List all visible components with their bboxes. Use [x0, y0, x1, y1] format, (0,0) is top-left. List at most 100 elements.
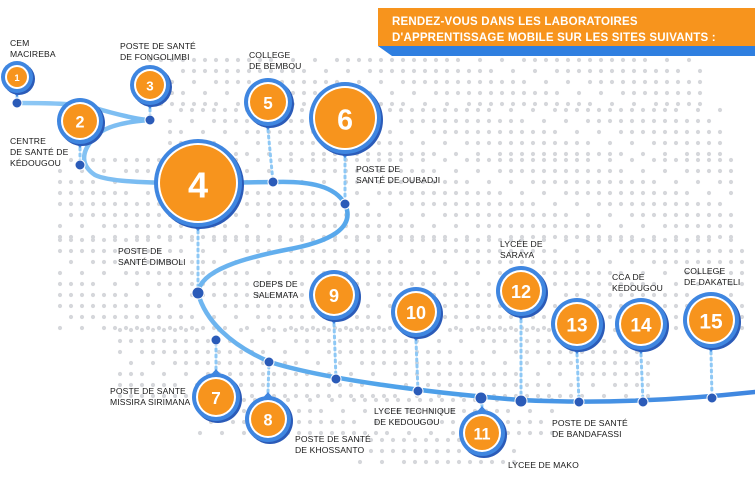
map-dot	[145, 234, 151, 240]
map-dot	[323, 68, 329, 74]
site-marker-14: 14	[615, 298, 669, 354]
map-dot	[112, 237, 118, 243]
map-dot	[651, 179, 657, 185]
map-dot	[640, 179, 646, 185]
map-dot	[530, 179, 536, 185]
map-dot	[156, 259, 162, 265]
map-dot	[389, 101, 395, 107]
map-dot	[475, 129, 481, 135]
map-dot	[609, 79, 615, 85]
route-node-3	[144, 114, 156, 126]
map-dot	[475, 212, 481, 218]
map-dot	[607, 292, 613, 298]
map-dot	[90, 234, 96, 240]
map-dot	[513, 327, 519, 333]
map-dot	[354, 234, 360, 240]
map-dot	[546, 382, 552, 388]
map-dot	[57, 292, 63, 298]
site-marker-11: 11	[459, 406, 507, 458]
map-dot	[213, 57, 219, 63]
map-dot	[398, 140, 404, 146]
map-dot	[618, 234, 624, 240]
map-dot	[464, 212, 470, 218]
map-dot	[673, 179, 679, 185]
map-dot	[167, 248, 173, 254]
map-dot	[456, 459, 462, 465]
map-dot	[367, 68, 373, 74]
map-dot	[425, 349, 431, 355]
map-dot	[123, 303, 129, 309]
map-dot	[568, 393, 574, 399]
map-dot	[189, 107, 195, 113]
map-dot	[629, 234, 635, 240]
map-dot	[620, 57, 626, 63]
map-dot	[453, 151, 459, 157]
map-dot	[235, 101, 241, 107]
map-dot	[332, 168, 338, 174]
site-marker-10: 10	[391, 287, 443, 341]
map-dot	[563, 259, 569, 265]
map-dot	[337, 338, 343, 344]
map-dot	[513, 338, 519, 344]
map-dot	[90, 259, 96, 265]
map-dot	[420, 118, 426, 124]
map-dot	[266, 270, 272, 276]
map-dot	[145, 270, 151, 276]
map-dot	[524, 360, 530, 366]
map-dot	[145, 223, 151, 229]
map-dot	[200, 259, 206, 265]
map-dot	[497, 270, 503, 276]
map-dot	[431, 168, 437, 174]
map-dot	[398, 107, 404, 113]
map-dot	[271, 382, 277, 388]
map-dot	[673, 325, 679, 331]
map-dot	[497, 157, 503, 163]
map-dot	[684, 157, 690, 163]
map-dot	[299, 314, 305, 320]
map-dot	[673, 118, 679, 124]
map-dot	[235, 57, 241, 63]
map-dot	[502, 371, 508, 377]
map-dot	[312, 79, 318, 85]
map-dot	[623, 349, 629, 355]
map-dot	[288, 325, 294, 331]
site-number-10: 10	[406, 303, 426, 323]
map-dot	[596, 281, 602, 287]
map-dot	[68, 259, 74, 265]
map-dot	[563, 107, 569, 113]
map-dot	[68, 157, 74, 163]
map-dot	[486, 248, 492, 254]
map-dot	[552, 270, 558, 276]
map-dot	[134, 237, 140, 243]
map-dot	[167, 234, 173, 240]
map-dot	[357, 437, 363, 443]
map-dot	[596, 234, 602, 240]
map-dot	[376, 292, 382, 298]
map-dot	[233, 270, 239, 276]
map-dot	[384, 430, 390, 436]
map-dot	[728, 212, 734, 218]
map-dot	[673, 129, 679, 135]
map-dot	[400, 79, 406, 85]
map-dot	[596, 248, 602, 254]
map-dot	[445, 448, 451, 454]
map-dot	[403, 360, 409, 366]
map-dot	[563, 237, 569, 243]
map-dot	[288, 223, 294, 229]
map-dot	[651, 107, 657, 113]
map-dot	[134, 234, 140, 240]
map-dot	[587, 68, 593, 74]
map-dot	[706, 234, 712, 240]
map-dot	[296, 419, 302, 425]
map-dot	[222, 234, 228, 240]
map-dot	[222, 129, 228, 135]
map-dot	[425, 371, 431, 377]
map-dot	[318, 408, 324, 414]
map-dot	[706, 212, 712, 218]
map-dot	[486, 118, 492, 124]
map-dot	[497, 325, 503, 331]
route-node-14	[637, 396, 649, 408]
map-dot	[623, 393, 629, 399]
map-dot	[423, 459, 429, 465]
map-dot	[362, 397, 368, 403]
